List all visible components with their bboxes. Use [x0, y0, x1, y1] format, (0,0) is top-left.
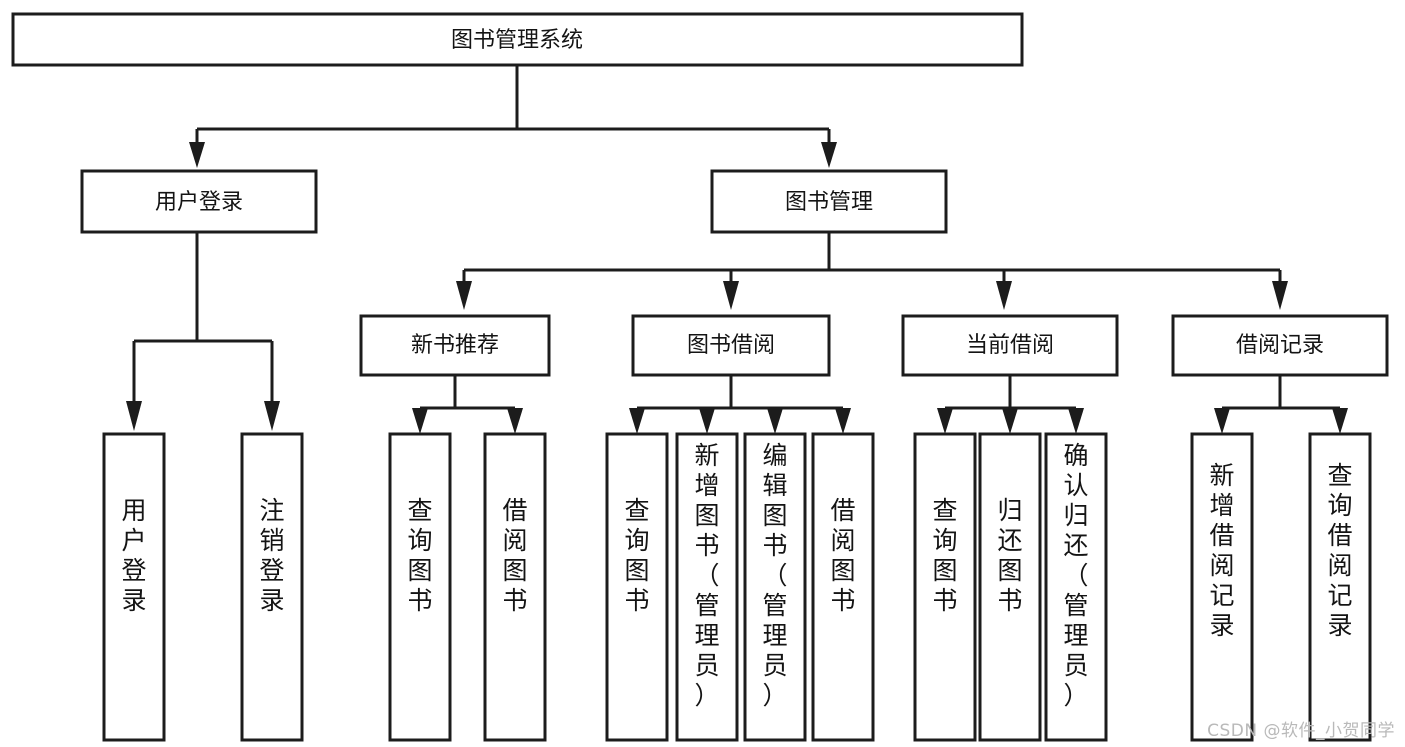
node-root-box[interactable] — [11, 12, 1024, 67]
node-leaf-edit-book-box[interactable] — [743, 432, 807, 742]
node-leaf-query-record[interactable]: 查询借阅记录 — [1308, 432, 1372, 742]
arrow-head-book-borrow — [723, 281, 739, 310]
node-book-manage-box[interactable] — [710, 169, 948, 234]
arrow-head-borrow-record — [1272, 281, 1288, 310]
node-leaf-add-book[interactable]: 新增图书（管理员） — [675, 432, 739, 742]
node-leaf-user-logout-label: 注销登录 — [259, 496, 284, 615]
arrow-head-leaf-add-book — [699, 408, 715, 434]
node-root-label: 图书管理系统 — [451, 28, 583, 53]
arrow-head-leaf-edit-book — [767, 408, 783, 434]
node-leaf-edit-book-label: 编辑图书（管理员） — [762, 441, 787, 710]
node-leaf-confirm-return-box[interactable] — [1044, 432, 1108, 742]
connector-group-current-borrow — [937, 376, 1084, 434]
node-leaf-borrow-book-2-box[interactable] — [811, 432, 875, 742]
arrow-head-book-manage — [821, 142, 837, 168]
arrow-head-leaf-query-book-1 — [412, 408, 428, 434]
arrow-head-leaf-query-book-2 — [629, 408, 645, 434]
node-root[interactable]: 图书管理系统 — [11, 12, 1024, 67]
node-leaf-confirm-return[interactable]: 确认归还（管理员） — [1044, 432, 1108, 742]
arrow-head-user-login — [189, 142, 205, 168]
arrow-head-leaf-borrow-book-1 — [507, 408, 523, 434]
node-leaf-add-record-label: 新增借阅记录 — [1209, 461, 1234, 640]
node-book-manage-label: 图书管理 — [785, 190, 873, 215]
arrow-head-leaf-add-record — [1214, 408, 1230, 434]
node-new-book-recommend-box[interactable] — [359, 314, 551, 377]
node-leaf-query-record-box[interactable] — [1308, 432, 1372, 742]
node-leaf-borrow-book-1-label: 借阅图书 — [502, 496, 527, 615]
arrow-head-new-book-recommend — [456, 281, 472, 310]
node-user-login-label: 用户登录 — [155, 190, 243, 215]
node-leaf-query-book-3[interactable]: 查询图书 — [913, 432, 977, 742]
node-leaf-user-login[interactable]: 用户登录 — [102, 432, 166, 742]
node-current-borrow[interactable]: 当前借阅 — [901, 314, 1119, 377]
arrow-head-current-borrow — [996, 281, 1012, 310]
node-leaf-borrow-book-2[interactable]: 借阅图书 — [811, 432, 875, 742]
node-leaf-return-book[interactable]: 归还图书 — [978, 432, 1042, 742]
node-leaf-borrow-book-2-label: 借阅图书 — [830, 496, 855, 615]
node-leaf-add-record[interactable]: 新增借阅记录 — [1190, 432, 1254, 742]
connector-group-user-login — [126, 233, 280, 431]
node-current-borrow-label: 当前借阅 — [966, 333, 1054, 358]
node-leaf-query-book-3-label: 查询图书 — [932, 496, 957, 615]
connector-group-root — [189, 64, 837, 168]
node-leaf-return-book-label: 归还图书 — [997, 496, 1022, 615]
node-book-borrow[interactable]: 图书借阅 — [631, 314, 831, 377]
node-current-borrow-box[interactable] — [901, 314, 1119, 377]
node-leaf-query-book-1-label: 查询图书 — [407, 496, 432, 615]
node-leaf-confirm-return-label: 确认归还（管理员） — [1063, 441, 1088, 710]
node-new-book-recommend-label: 新书推荐 — [411, 333, 499, 358]
node-borrow-record-label: 借阅记录 — [1236, 333, 1324, 358]
arrow-head-leaf-confirm-return — [1068, 408, 1084, 434]
arrow-head-leaf-return-book — [1002, 408, 1018, 434]
connector-group-book-manage — [456, 233, 1288, 310]
node-user-login[interactable]: 用户登录 — [80, 169, 318, 234]
connector-group-borrow-record — [1214, 376, 1348, 434]
node-leaf-user-login-box[interactable] — [102, 432, 166, 742]
connector-group-book-borrow — [629, 376, 851, 434]
node-user-login-box[interactable] — [80, 169, 318, 234]
node-book-manage[interactable]: 图书管理 — [710, 169, 948, 234]
node-leaf-return-book-box[interactable] — [978, 432, 1042, 742]
arrow-head-leaf-query-book-3 — [937, 408, 953, 434]
arrow-head-leaf-borrow-book-2 — [835, 408, 851, 434]
node-leaf-query-record-label: 查询借阅记录 — [1327, 461, 1352, 640]
node-leaf-query-book-1[interactable]: 查询图书 — [388, 432, 452, 742]
node-leaf-edit-book[interactable]: 编辑图书（管理员） — [743, 432, 807, 742]
node-book-borrow-label: 图书借阅 — [687, 333, 775, 358]
arrow-head-leaf-user-logout — [264, 401, 280, 431]
node-leaf-query-book-1-box[interactable] — [388, 432, 452, 742]
node-leaf-add-book-label: 新增图书（管理员） — [694, 441, 719, 710]
node-new-book-recommend[interactable]: 新书推荐 — [359, 314, 551, 377]
arrow-head-leaf-query-record — [1332, 408, 1348, 434]
node-leaf-borrow-book-1-box[interactable] — [483, 432, 547, 742]
node-leaf-add-record-box[interactable] — [1190, 432, 1254, 742]
node-leaf-user-login-label: 用户登录 — [121, 496, 146, 615]
node-leaf-query-book-2[interactable]: 查询图书 — [605, 432, 669, 742]
connector-group-new-book-recommend — [412, 376, 523, 434]
arrow-head-leaf-user-login — [126, 401, 142, 431]
node-leaf-user-logout-box[interactable] — [240, 432, 304, 742]
node-leaf-query-book-2-box[interactable] — [605, 432, 669, 742]
node-leaf-borrow-book-1[interactable]: 借阅图书 — [483, 432, 547, 742]
node-borrow-record[interactable]: 借阅记录 — [1171, 314, 1389, 377]
node-leaf-query-book-2-label: 查询图书 — [624, 496, 649, 615]
node-book-borrow-box[interactable] — [631, 314, 831, 377]
node-leaf-add-book-box[interactable] — [675, 432, 739, 742]
node-borrow-record-box[interactable] — [1171, 314, 1389, 377]
node-leaf-query-book-3-box[interactable] — [913, 432, 977, 742]
node-leaf-user-logout[interactable]: 注销登录 — [240, 432, 304, 742]
